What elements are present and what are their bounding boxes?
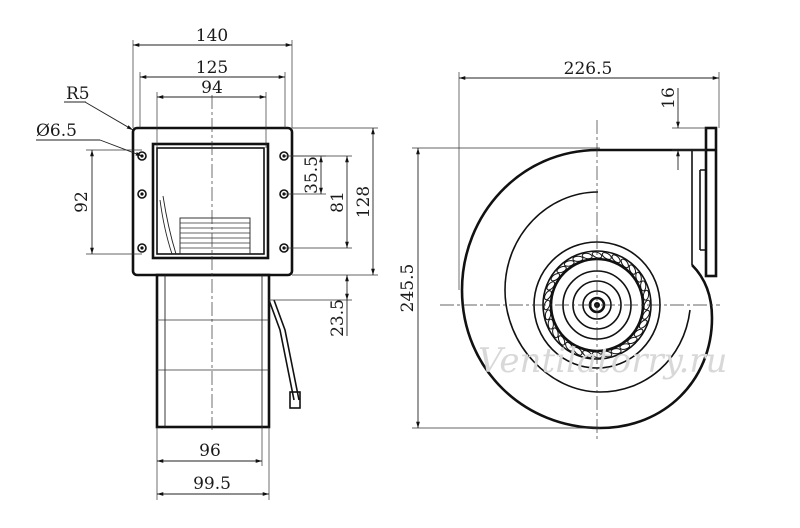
impeller-blade xyxy=(557,335,566,346)
dim-81: 81 xyxy=(328,191,348,213)
dim-99-5: 99.5 xyxy=(193,474,231,494)
impeller-blade xyxy=(620,258,629,269)
impeller-blade xyxy=(573,346,583,356)
impeller-blade xyxy=(635,271,642,283)
impeller-blade xyxy=(581,252,593,260)
front-view: 140 125 94 R5 Ø6.5 92 35.5 81 128 xyxy=(36,26,378,500)
outlet-grille xyxy=(159,195,251,255)
dim-hole: Ø6.5 xyxy=(36,121,77,141)
impeller-blade xyxy=(582,350,593,358)
dim-226-5: 226.5 xyxy=(564,59,613,79)
impeller-blade xyxy=(544,309,552,321)
impeller-blade xyxy=(543,299,551,311)
dim-94: 94 xyxy=(201,78,223,98)
outlet-opening xyxy=(151,142,270,260)
dim-16: 16 xyxy=(659,87,679,109)
dim-r5: R5 xyxy=(66,84,90,104)
impeller-blade xyxy=(565,341,574,352)
impeller-blade xyxy=(619,343,631,350)
impeller-blade xyxy=(627,336,638,345)
impeller-blade xyxy=(628,264,637,275)
watermark: Ventilatorry.ru xyxy=(478,341,727,381)
impeller-blade xyxy=(611,254,621,264)
outlet-flange xyxy=(691,126,718,278)
impeller-blade xyxy=(591,351,603,359)
dim-35-5: 35.5 xyxy=(302,156,322,194)
impeller-blade xyxy=(601,350,613,358)
impeller-blade xyxy=(643,299,651,311)
impeller-blade xyxy=(610,348,622,355)
impeller-blade xyxy=(547,318,554,330)
impeller-blade xyxy=(601,252,612,260)
dim-96: 96 xyxy=(199,441,221,461)
impeller-blade xyxy=(591,251,603,259)
impeller-blade xyxy=(556,265,567,274)
impeller-blade xyxy=(572,255,584,262)
side-view: 226.5 16 245.5 xyxy=(398,59,720,440)
impeller-blade xyxy=(640,280,647,292)
impeller-blade xyxy=(546,281,556,291)
impeller-blade xyxy=(633,328,644,337)
dim-128: 128 xyxy=(354,186,374,218)
dim-245-5: 245.5 xyxy=(398,264,418,313)
housing-body xyxy=(155,273,301,429)
dim-23-5: 23.5 xyxy=(328,299,348,337)
impeller-blade xyxy=(550,273,561,282)
impeller-blade xyxy=(552,327,559,339)
dim-140: 140 xyxy=(196,26,228,46)
impeller-blade xyxy=(642,289,650,301)
volute-housing xyxy=(460,148,714,430)
impeller-blade xyxy=(642,309,650,320)
impeller-blade xyxy=(638,319,648,329)
impeller-blade xyxy=(563,260,575,267)
dim-125: 125 xyxy=(196,58,228,78)
impeller-blade xyxy=(544,290,552,301)
dim-92: 92 xyxy=(72,191,92,213)
